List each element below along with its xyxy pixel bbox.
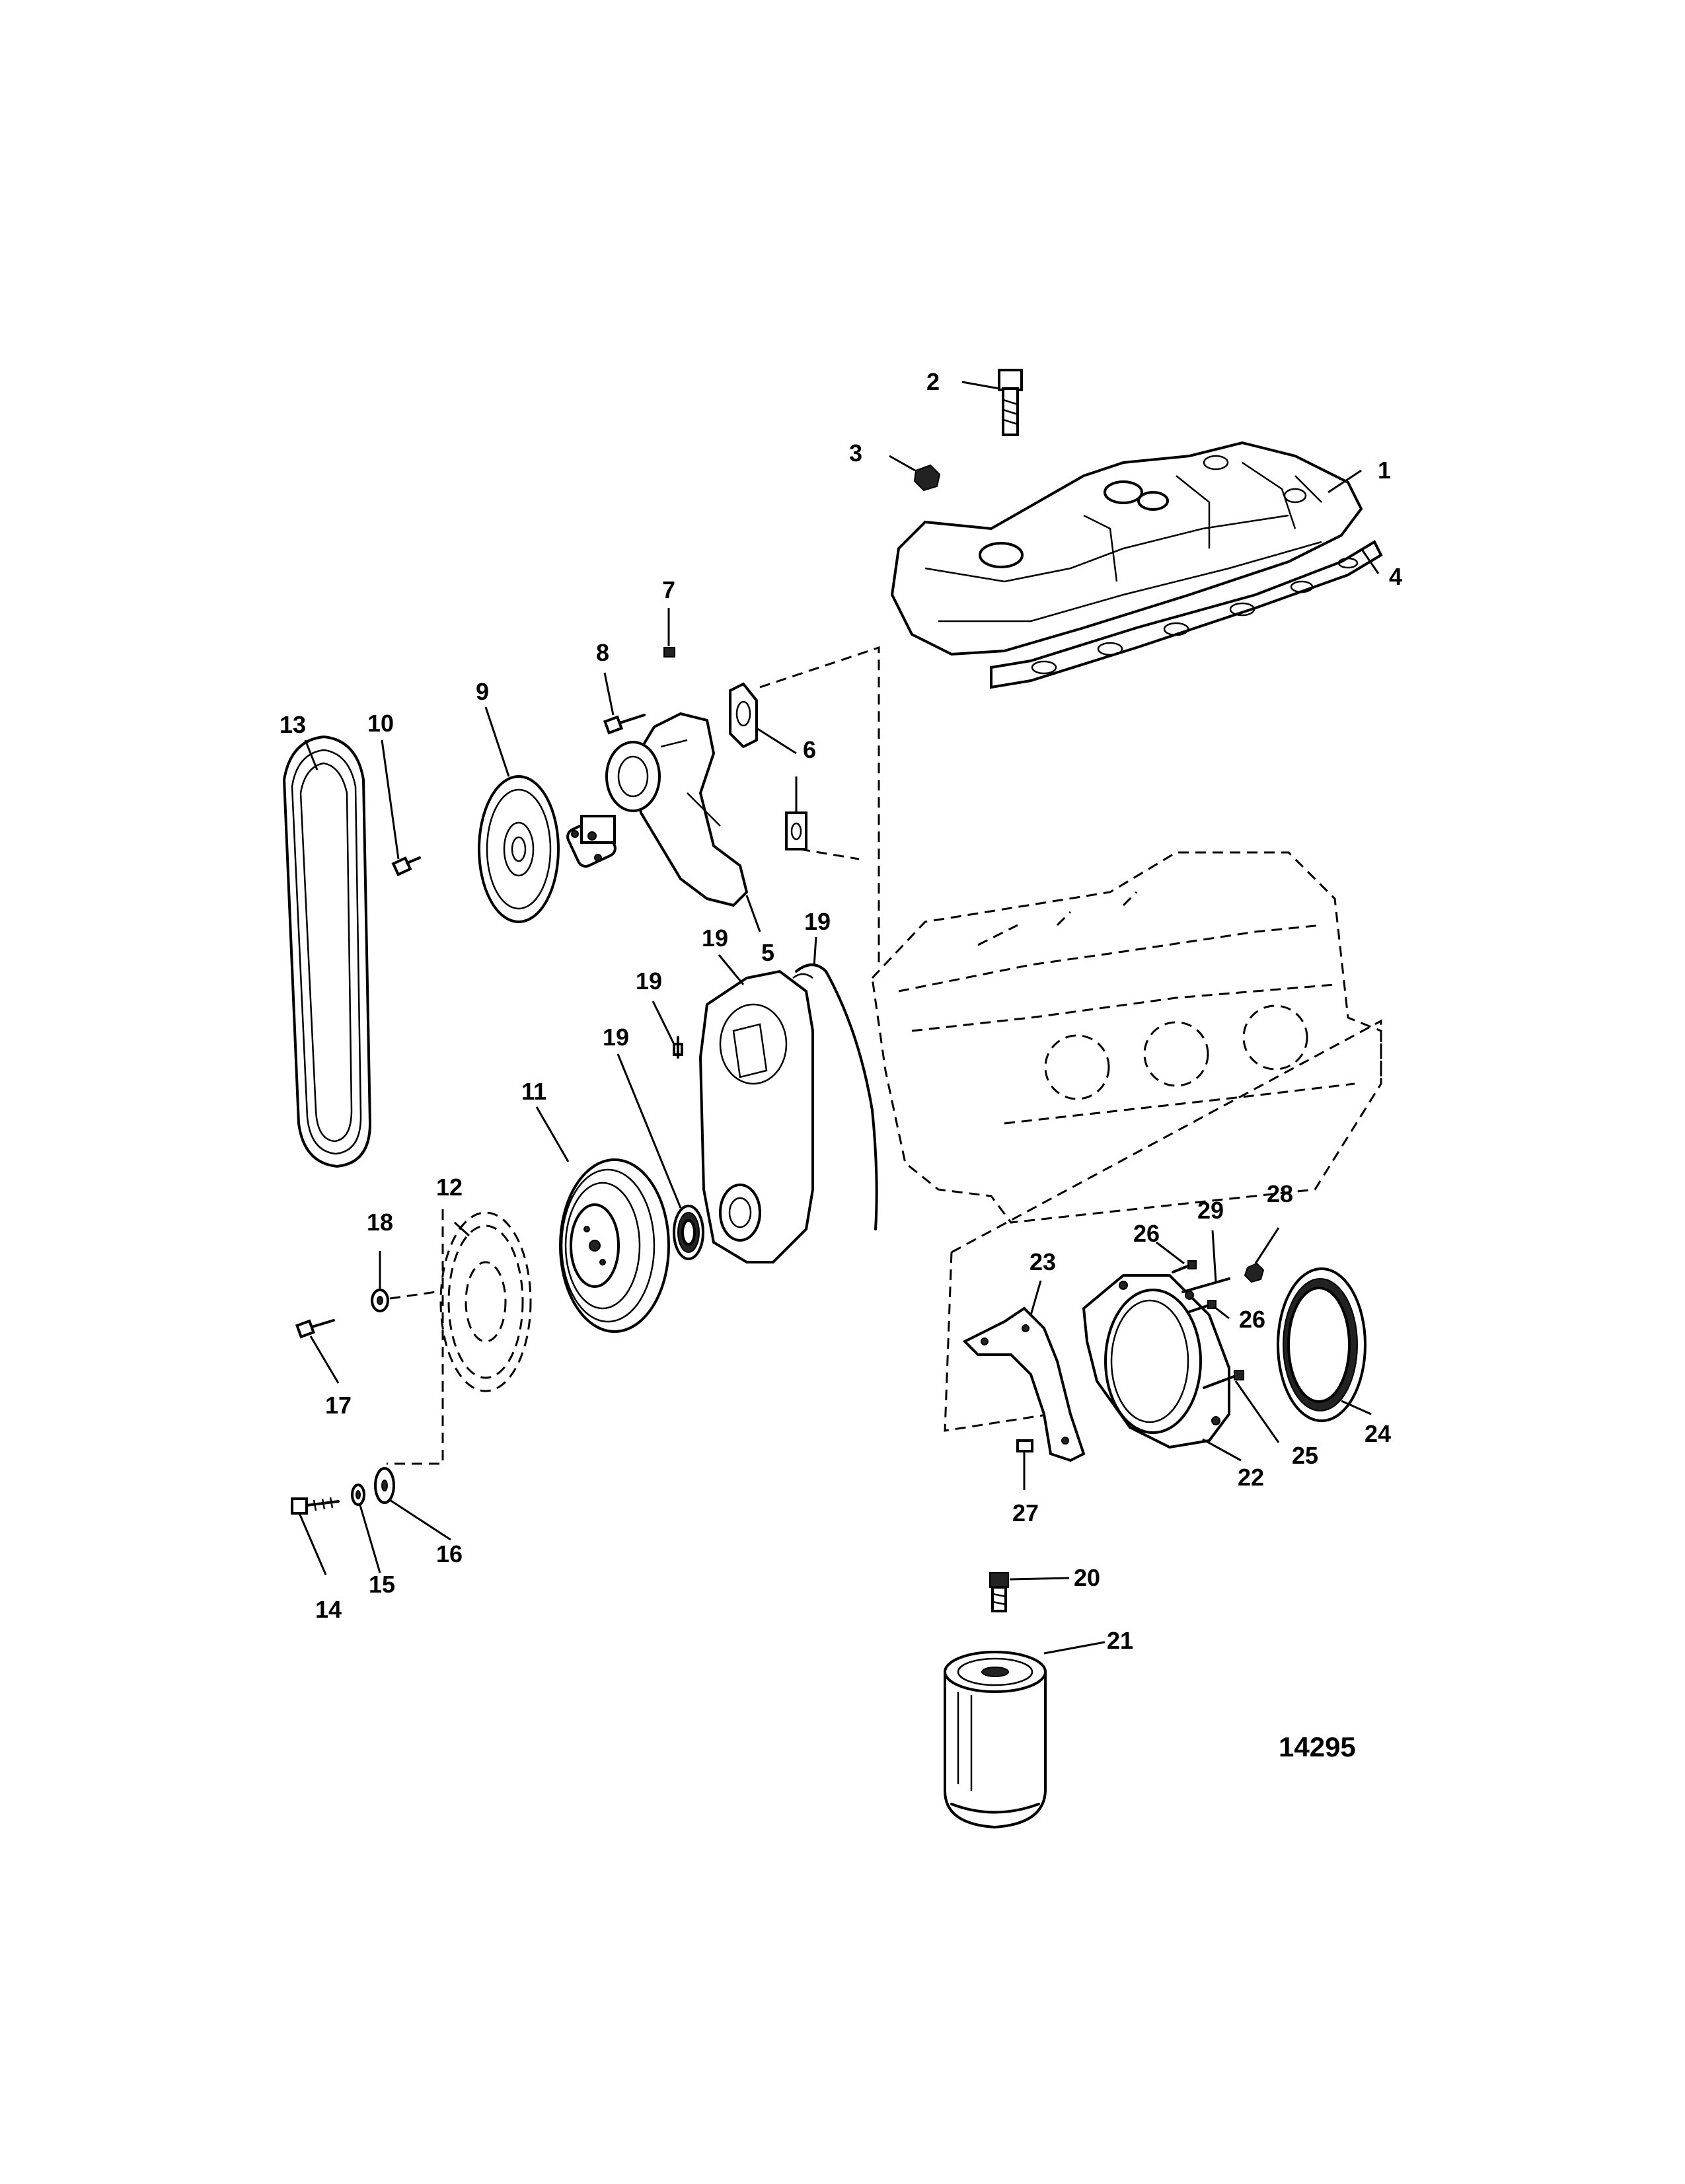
callout-11: 11	[521, 1078, 547, 1105]
part-7-plug	[663, 647, 675, 658]
part-27-dowel-pin	[1016, 1439, 1033, 1452]
callout-15: 15	[368, 1571, 396, 1598]
part-23-gasket	[962, 1306, 1086, 1462]
callout-12: 12	[435, 1174, 463, 1201]
part-18-washer	[371, 1289, 389, 1312]
callout-7: 7	[661, 576, 676, 603]
part-3-nut	[913, 464, 941, 492]
part-29-stud	[1181, 1277, 1230, 1293]
callout-leader-lines	[298, 381, 1380, 1655]
part-14-bolt	[291, 1497, 340, 1515]
callout-19-gasket: 19	[804, 908, 831, 935]
callout-24: 24	[1364, 1420, 1392, 1447]
dashed-leader-lines	[387, 646, 1382, 1465]
part-20-fitting	[989, 1572, 1009, 1612]
callout-5: 5	[761, 939, 775, 966]
callout-3: 3	[848, 439, 863, 467]
part-12-pulley	[439, 1211, 532, 1392]
part-24-rear-main-seal	[1277, 1267, 1367, 1422]
part-19-cover-gasket	[792, 963, 878, 1230]
callout-10: 10	[367, 710, 394, 737]
figure-number: 14295	[1279, 1731, 1356, 1762]
callout-20: 20	[1073, 1564, 1101, 1591]
part-25-bolt	[1203, 1370, 1244, 1389]
callout-16: 16	[435, 1540, 463, 1567]
part-22-seal-housing	[1082, 1274, 1230, 1449]
part-28-nut	[1244, 1262, 1265, 1283]
callout-17: 17	[324, 1392, 352, 1419]
callout-27: 27	[1012, 1499, 1039, 1526]
part-1-intake-manifold	[890, 441, 1363, 656]
callout-21: 21	[1106, 1627, 1134, 1654]
part-19-timing-cover	[698, 969, 814, 1263]
callout-29: 29	[1197, 1197, 1224, 1224]
callout-8: 8	[595, 639, 610, 666]
callout-13: 13	[279, 711, 307, 738]
callout-6: 6	[802, 736, 817, 763]
part-9-pulley	[478, 775, 560, 923]
part-11-balancer	[559, 1158, 670, 1333]
callout-23: 23	[1029, 1248, 1057, 1275]
part-26-bolt-upper	[1172, 1260, 1197, 1273]
part-6-gaskets	[729, 682, 807, 850]
callout-2: 2	[926, 368, 940, 395]
callout-14: 14	[315, 1596, 342, 1623]
callout-25: 25	[1291, 1442, 1319, 1469]
callout-19-seal: 19	[602, 1024, 630, 1051]
part-2-bolt	[998, 369, 1023, 436]
part-4-gasket	[990, 540, 1383, 689]
callout-18: 18	[366, 1209, 394, 1236]
engine-block-reference	[871, 851, 1382, 1224]
part-15-washer	[351, 1484, 365, 1506]
callout-1: 1	[1377, 457, 1392, 484]
callout-28: 28	[1266, 1180, 1294, 1207]
part-19-bolt	[673, 1036, 683, 1059]
part-17-bolt	[295, 1319, 335, 1339]
callout-22: 22	[1237, 1464, 1265, 1491]
part-8-bolt	[603, 714, 646, 735]
callout-4: 4	[1388, 563, 1403, 590]
part-16-washer	[374, 1467, 395, 1504]
part-5-water-pump	[566, 712, 749, 907]
part-21-oil-filter	[944, 1651, 1047, 1829]
callout-19-cover: 19	[701, 924, 729, 952]
part-13-belt	[282, 735, 372, 1168]
part-10-bolt	[391, 856, 421, 877]
callout-26-upper: 26	[1133, 1220, 1160, 1247]
part-26-bolt-lower	[1188, 1300, 1217, 1313]
callout-19-bolt: 19	[635, 967, 663, 995]
callout-9: 9	[475, 678, 490, 705]
callout-26-lower: 26	[1238, 1306, 1266, 1333]
part-19-seal	[673, 1205, 704, 1260]
